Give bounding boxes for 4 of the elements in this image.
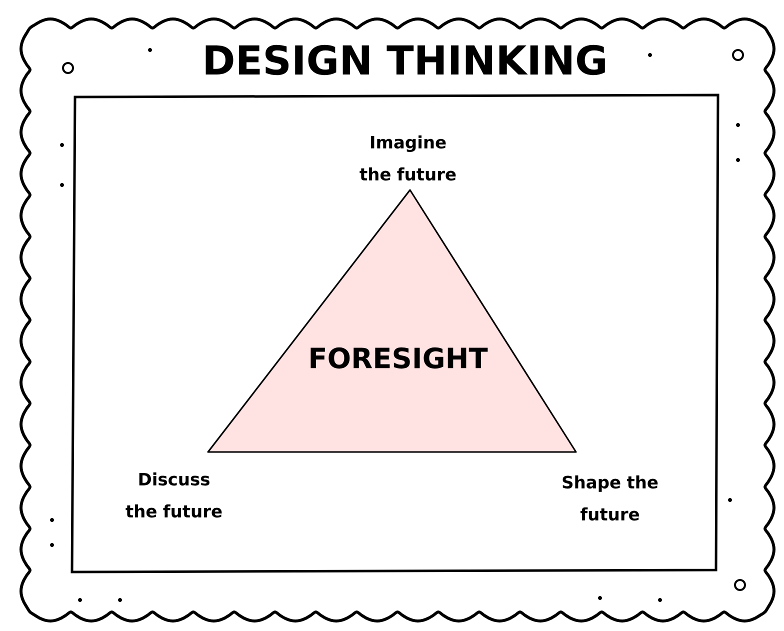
title: DESIGN THINKING: [206, 44, 605, 76]
corner-label: Discuss the future: [126, 472, 222, 518]
triangle: FORESIGHT: [207, 189, 577, 453]
corner-label: Shape the future: [562, 475, 658, 521]
